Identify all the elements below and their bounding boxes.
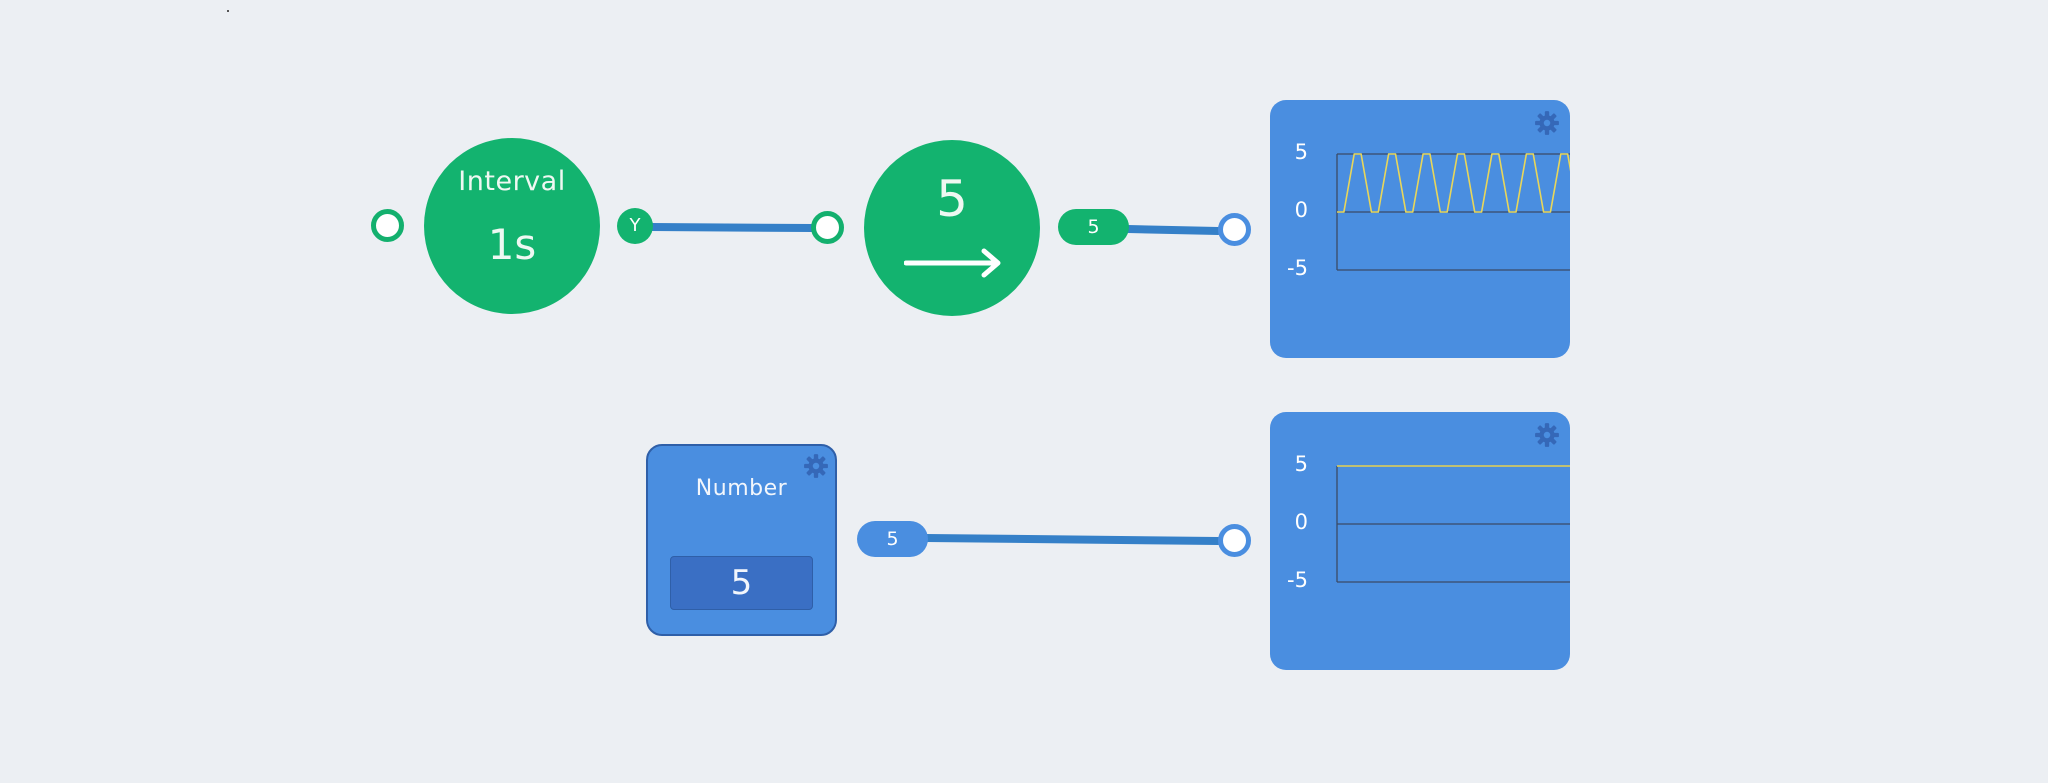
- constant-node[interactable]: 5: [864, 140, 1040, 316]
- chart-1-panel[interactable]: 5 0 -5: [1270, 100, 1570, 358]
- chart-2-panel[interactable]: 5 0 -5: [1270, 412, 1570, 670]
- chart-2-plot: [1336, 465, 1570, 583]
- chart-2-input-port[interactable]: [1218, 524, 1251, 557]
- chart-1-series-line: [1337, 153, 1570, 213]
- number-input[interactable]: 5: [670, 556, 813, 610]
- chart-1-plot: [1336, 153, 1570, 271]
- chart-1-ytick: 0: [1294, 198, 1308, 222]
- number-label: Number: [695, 476, 788, 501]
- constant-output-port[interactable]: 5: [1058, 209, 1129, 245]
- constant-input-port[interactable]: [811, 211, 844, 244]
- chart-1-input-port[interactable]: [1218, 213, 1251, 246]
- arrow-right-icon: [904, 248, 1001, 278]
- chart-1-ytick: 5: [1294, 140, 1308, 164]
- chart-2-ytick: 5: [1294, 452, 1308, 476]
- interval-output-port[interactable]: Y: [617, 208, 653, 244]
- interval-node[interactable]: Interval 1s: [424, 138, 600, 314]
- chart-1-ytick: -5: [1287, 256, 1308, 280]
- number-node[interactable]: Number 5: [646, 444, 837, 636]
- interval-label: Interval: [458, 166, 566, 197]
- wire-number-to-chart: [922, 534, 1222, 545]
- wire-interval-to-constant: [647, 223, 816, 232]
- gear-icon[interactable]: [803, 453, 829, 479]
- chart-2-ytick: 0: [1294, 510, 1308, 534]
- gear-icon[interactable]: [1534, 110, 1560, 136]
- stray-dot: [227, 10, 229, 12]
- constant-value: 5: [936, 170, 968, 228]
- number-output-port[interactable]: 5: [857, 521, 928, 557]
- wire-constant-to-chart: [1124, 225, 1222, 235]
- interval-input-port[interactable]: [371, 209, 404, 242]
- interval-value: 1s: [487, 220, 537, 269]
- chart-2-ytick: -5: [1287, 568, 1308, 592]
- gear-icon[interactable]: [1534, 422, 1560, 448]
